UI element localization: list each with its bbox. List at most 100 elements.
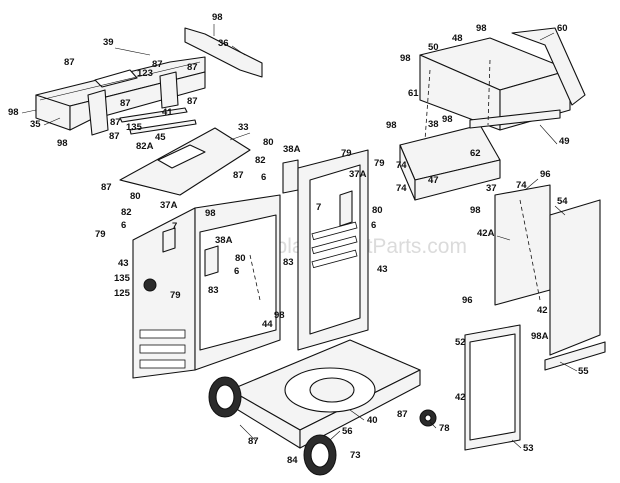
callout-label-c-83-left: 83 [208, 285, 219, 296]
cross-bars-part [119, 107, 197, 135]
callout-label-c-56: 56 [342, 426, 353, 437]
callout-label-c-38A-top: 38A [283, 144, 301, 155]
callout-label-c-40: 40 [367, 415, 378, 426]
lid-end-cap-part [511, 27, 586, 106]
callout-label-c-6-top: 6 [261, 172, 266, 183]
right-side-panel-part [297, 149, 369, 351]
callout-label-c-61: 61 [408, 88, 419, 99]
callout-label-c-123: 123 [137, 68, 153, 79]
callout-label-c-82A: 82A [136, 141, 154, 152]
callout-label-c-54: 54 [557, 196, 568, 207]
callout-label-c-73: 73 [350, 450, 361, 461]
callout-label-c-80-right: 80 [372, 205, 383, 216]
callout-label-c-98-r1: 98 [400, 53, 411, 64]
assembly-guide-lines [249, 59, 541, 301]
callout-label-c-7-left: 7 [172, 221, 177, 232]
callout-label-c-98-bottom: 98 [274, 310, 285, 321]
callout-label-c-50: 50 [428, 42, 439, 53]
callout-label-c-78: 78 [439, 423, 450, 434]
callout-label-c-87-b: 87 [152, 59, 163, 70]
callout-label-c-87-g: 87 [109, 131, 120, 142]
callout-label-c-45: 45 [155, 132, 166, 143]
callout-label-c-55: 55 [578, 366, 589, 377]
caster-part [419, 409, 437, 427]
callout-label-c-43-left: 43 [118, 258, 129, 269]
callout-leaders [21, 32, 578, 449]
callout-label-c-98-left: 98 [8, 107, 19, 118]
callout-label-c-98A: 98A [531, 331, 549, 342]
callout-label-c-87-i: 87 [233, 170, 244, 181]
callout-label-c-82-left: 82 [121, 207, 132, 218]
callout-label-c-80-mid: 80 [235, 253, 246, 264]
side-door-panel-part [494, 184, 551, 306]
callout-label-c-79-b: 79 [374, 158, 385, 169]
callout-label-c-38A-mid: 38A [215, 235, 233, 246]
callout-label-c-44: 44 [262, 319, 273, 330]
callout-label-c-79-top: 79 [341, 148, 352, 159]
callout-label-c-37: 37 [486, 183, 497, 194]
callout-label-c-135: 135 [114, 273, 131, 284]
left-side-panel-part [132, 194, 281, 379]
callout-label-c-49: 49 [559, 136, 570, 147]
callout-label-c-83-right: 83 [283, 257, 294, 268]
callout-label-c-80-top: 80 [263, 137, 274, 148]
callout-label-c-87-e: 87 [187, 96, 198, 107]
callout-label-c-98-mid: 98 [57, 138, 68, 149]
callout-label-c-82-top: 82 [255, 155, 266, 166]
callout-label-c-6-mid: 6 [234, 266, 239, 277]
callout-label-c-98-back: 98 [205, 208, 216, 219]
callout-label-c-39: 39 [103, 37, 114, 48]
callout-label-c-87-j: 87 [397, 409, 408, 420]
callout-label-c-60: 60 [557, 23, 568, 34]
side-shelf-panel-part [544, 199, 606, 371]
callout-label-c-42-low: 42 [455, 392, 466, 403]
callout-label-c-7-right: 7 [316, 202, 321, 213]
center-back-panel-part [204, 159, 299, 277]
callout-label-c-74-c: 74 [516, 180, 527, 191]
callout-label-c-48: 48 [452, 33, 463, 44]
callout-label-c-74-b: 74 [396, 183, 407, 194]
callout-label-c-79-mid: 79 [170, 290, 181, 301]
callout-label-c-125: 125 [114, 288, 131, 299]
callout-label-c-41: 41 [162, 107, 173, 118]
callout-label-c-98-top: 98 [212, 12, 223, 23]
callout-label-c-42A: 42A [477, 228, 495, 239]
callout-label-c-36: 36 [218, 38, 229, 49]
callout-label-c-33: 33 [238, 122, 249, 133]
callout-label-c-96-low: 96 [462, 295, 473, 306]
callout-label-c-43-right: 43 [377, 264, 388, 275]
wheel-front-right [303, 434, 337, 476]
callout-label-c-42-top: 42 [537, 305, 548, 316]
callout-label-c-87-k: 87 [248, 436, 259, 447]
callout-label-c-84: 84 [287, 455, 298, 466]
callout-label-c-87-h: 87 [101, 182, 112, 193]
wheel-front-left [208, 376, 242, 418]
firebox-frame-part [35, 56, 206, 136]
callout-label-c-98-r4: 98 [442, 114, 453, 125]
callout-label-c-96-top: 96 [540, 169, 551, 180]
callout-label-c-74-a: 74 [396, 160, 407, 171]
callout-label-c-52: 52 [455, 337, 466, 348]
callout-label-c-87-a: 87 [64, 57, 75, 68]
callout-label-c-6-left: 6 [121, 220, 126, 231]
grease-tray-part [399, 124, 501, 201]
callout-label-c-53: 53 [523, 443, 534, 454]
callout-label-c-98-r2: 98 [476, 23, 487, 34]
rear-bracket-part [184, 24, 263, 78]
callout-label-c-35: 35 [30, 119, 41, 130]
callout-label-c-62: 62 [470, 148, 481, 159]
cart-base-part [229, 339, 421, 449]
heat-shield-part [119, 127, 251, 196]
callout-label-c-87-d: 87 [120, 98, 131, 109]
callout-label-c-38: 38 [428, 119, 439, 130]
warming-rack-part [469, 109, 561, 129]
callout-label-c-80-left: 80 [130, 191, 141, 202]
callout-label-c-87-f: 87 [110, 117, 121, 128]
front-door-part [464, 324, 521, 451]
callout-label-c-87-c: 87 [187, 62, 198, 73]
callout-label-c-98-r3: 98 [386, 120, 397, 131]
callout-label-c-135-top: 135 [126, 122, 143, 133]
callout-label-c-6-right: 6 [371, 220, 376, 231]
